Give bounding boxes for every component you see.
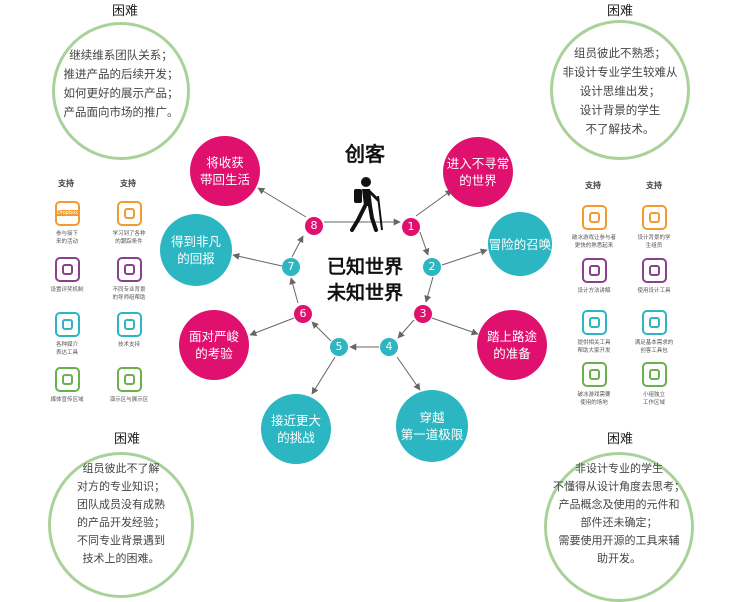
icon-glyph [649, 317, 660, 328]
stage-circle-5: 接近更大的挑战 [261, 394, 331, 464]
person-icon [642, 205, 667, 230]
difficulty-text-bottom-left: 组员彼此不了解 对方的专业知识； 团队成员没有成熟 的产品开发经验； 不同专业背… [77, 462, 165, 565]
hiker-icon [350, 177, 383, 232]
stage-circle-7: 得到非凡的回报 [160, 214, 232, 286]
support-caption: 破冰游戏需要使用的场地 [577, 392, 611, 406]
support-caption: 使用设计工具 [637, 288, 671, 294]
spoke-arrow-2 [441, 248, 488, 266]
difficulty-title-top-left: 困难 [111, 4, 138, 19]
support-caption: 破冰游戏让参与者更快的熟悉起来 [571, 235, 616, 249]
support-left-title-1: 支持 [58, 179, 74, 188]
notebook-icon [642, 362, 667, 387]
diagram-title: 创客 [345, 142, 385, 166]
difficulty-title-top-right: 困难 [606, 4, 633, 19]
icon-glyph [124, 374, 135, 385]
support-caption: 各种媒介表达工具 [55, 342, 78, 356]
icon-glyph [124, 208, 135, 219]
stage-circle-1: 进入不寻常的世界 [443, 137, 513, 207]
microphone-icon [55, 367, 80, 392]
spoke-arrow-1 [415, 189, 453, 217]
stage-circle-3: 踏上路途的准备 [477, 310, 547, 380]
spoke-arrow-7 [232, 252, 283, 267]
icon-glyph [649, 369, 660, 380]
network-icon [117, 312, 142, 337]
difficulty-text-top-right: 组员彼此不熟悉； 非设计专业学生较难从 设计思维出发； 设计背景的学生 不了解技… [562, 46, 678, 136]
step-number-3: 3 [414, 305, 432, 323]
ring-arrow-1-2 [419, 231, 430, 256]
support-caption: 设置评奖机制 [50, 287, 84, 293]
step-number-8: 8 [305, 217, 323, 235]
icon-glyph [649, 265, 660, 276]
icon-glyph [124, 264, 135, 275]
difficulty-text-top-left: 继续维系团队关系； 推进产品的后续开发； 如何更好的展示产品； 产品面向市场的推… [63, 48, 179, 119]
workspace-icon [117, 201, 142, 226]
pencil-icon [642, 310, 667, 335]
ring-arrow-3-4 [397, 319, 415, 339]
step-number-6: 6 [294, 305, 312, 323]
brain-icon [582, 258, 607, 283]
ring-arrow-6-7 [289, 277, 299, 304]
people-icon [117, 257, 142, 282]
difficulty-title-bottom-left: 困难 [113, 432, 140, 447]
difficulty-text-bottom-right: 非设计专业的学生 不懂得从设计角度去思考； 产品概念及使用的元件和 部件还未确定… [553, 462, 685, 565]
support-caption: 满足基本需求的创客工具包 [634, 340, 674, 354]
step-number-5: 5 [330, 338, 348, 356]
support-caption: 提供相关工具帮助大家开发 [577, 340, 611, 354]
support-caption: 学习到了各种的跟踪条件 [112, 231, 146, 245]
step-number-7: 7 [282, 258, 300, 276]
trophy-icon [55, 257, 80, 282]
support-caption: 技术支持 [117, 342, 140, 348]
step-number-2: 2 [423, 258, 441, 276]
dropbox-logo-icon: Dropbox [55, 201, 80, 226]
hero-journey-diagram: 困难 继续维系团队关系； 推进产品的后续开发； 如何更好的展示产品； 产品面向市… [48, 4, 694, 602]
support-left-title-2: 支持 [120, 179, 136, 188]
ring-arrow-7-8 [291, 235, 304, 258]
icon-glyph [649, 212, 660, 223]
icon-logo-text: Dropbox [55, 210, 80, 216]
support-caption: 参与接下来的活动 [55, 231, 78, 245]
icon-glyph [589, 369, 600, 380]
support-caption: 设计方法讲解 [577, 288, 611, 294]
spoke-arrow-4 [396, 356, 421, 391]
support-caption: 设计背景的学生组员 [637, 235, 671, 249]
gamepad-icon [582, 205, 607, 230]
center-label: 已知世界 未知世界 [326, 256, 403, 304]
cards-icon [582, 362, 607, 387]
spoke-arrow-8 [257, 187, 307, 218]
support-caption: 演示区与展示区 [109, 397, 149, 403]
spoke-arrow-6 [249, 317, 295, 336]
stage-circle-4: 穿越第一道极限 [396, 390, 468, 462]
support-right-title-1: 支持 [585, 181, 601, 190]
wrench-icon [642, 258, 667, 283]
support-right-title-2: 支持 [646, 181, 662, 190]
support-caption: 小组独立工作区域 [642, 392, 665, 406]
icon-glyph [589, 265, 600, 276]
icon-glyph [589, 212, 600, 223]
ring-arrow-5-6 [311, 321, 332, 342]
icon-glyph [62, 374, 73, 385]
media-icon [55, 312, 80, 337]
stage-circle-8: 将收获带回生活 [190, 136, 260, 206]
difficulty-title-bottom-right: 困难 [606, 432, 633, 447]
support-caption: 不同专业背景的导师组帮助 [112, 287, 146, 301]
spoke-arrow-3 [431, 317, 479, 336]
stage-circle-2: 冒险的召唤 [488, 212, 552, 276]
step-number-1: 1 [402, 218, 420, 236]
book-icon [582, 310, 607, 335]
step-number-4: 4 [380, 338, 398, 356]
spoke-arrow-5 [311, 356, 336, 395]
icon-glyph [124, 319, 135, 330]
icon-glyph [62, 319, 73, 330]
icon-glyph [62, 264, 73, 275]
icon-glyph [589, 317, 600, 328]
difficulty-circle-top-right [550, 20, 690, 160]
difficulty-circle-top-left [52, 22, 190, 160]
stage-circle-6: 面对严峻的考验 [179, 310, 249, 380]
ring-arrow-2-3 [424, 276, 434, 303]
connector-layer [232, 187, 488, 395]
monitor-icon [117, 367, 142, 392]
support-caption: 媒体宣传区域 [50, 397, 84, 403]
